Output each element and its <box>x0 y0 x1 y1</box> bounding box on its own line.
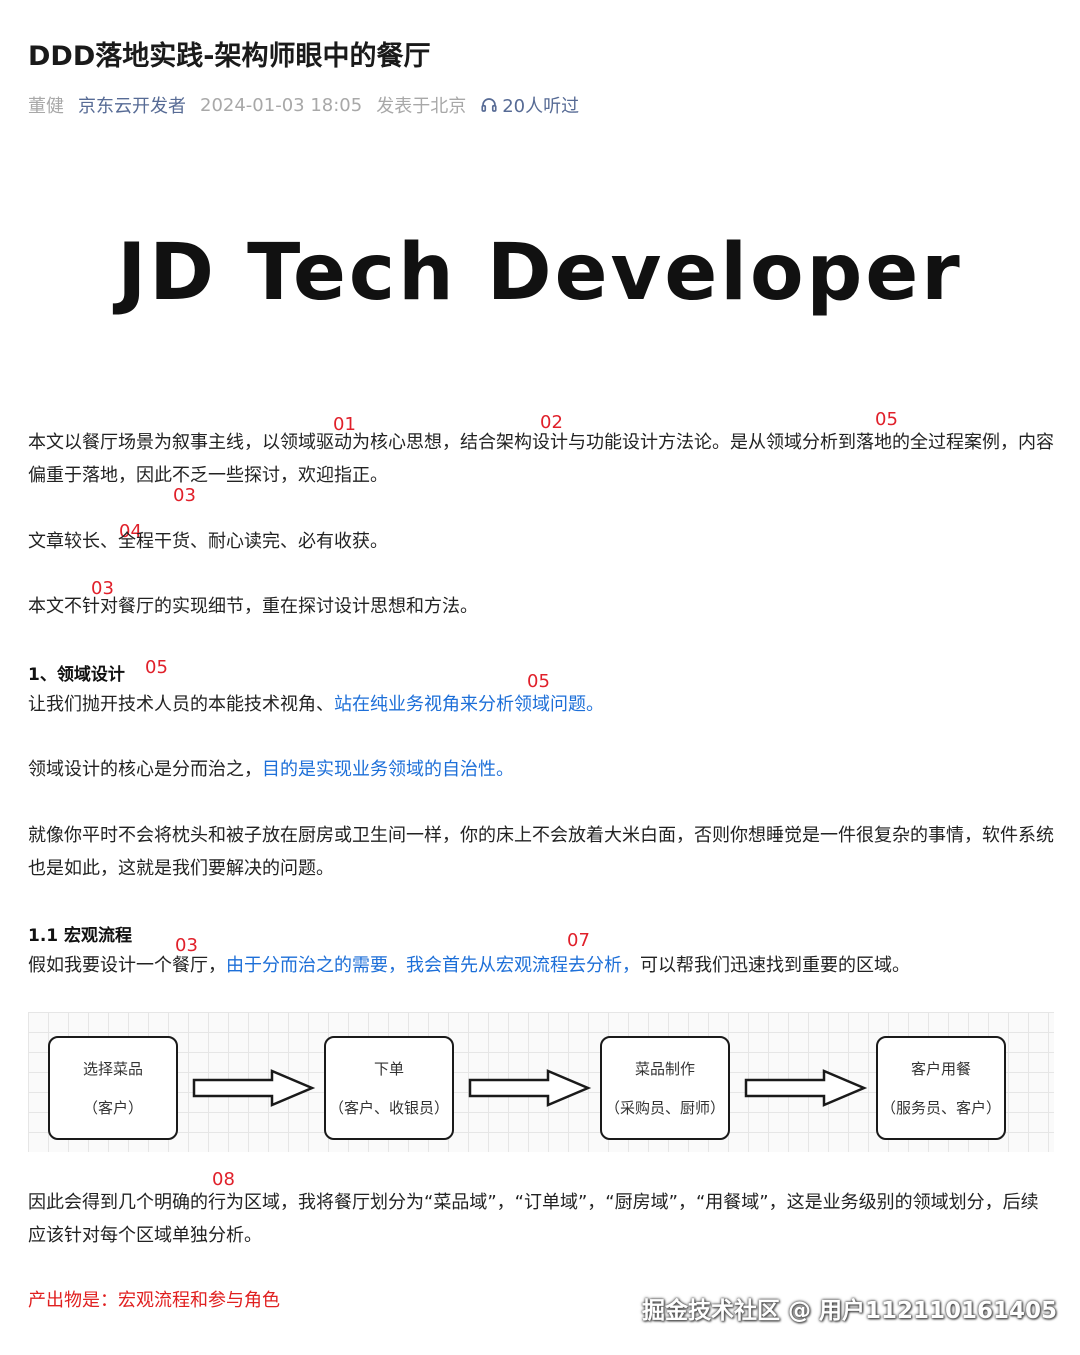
annotation-mark: 05 <box>875 409 898 430</box>
annotation-mark: 04 <box>119 521 142 542</box>
output-line: 产出物是：宏观流程和参与角色 <box>28 1284 628 1317</box>
flow-step-role: （客户） <box>82 1099 143 1117</box>
flow-arrow-icon <box>468 1069 592 1107</box>
paragraph-long-article: 文章较长、全程干货、耐心读完、必有收获。 <box>28 531 388 552</box>
annotation-mark: 03 <box>175 935 198 956</box>
paragraph-text: 可以帮我们迅速找到重要的区域。 <box>640 955 910 976</box>
flow-step-title: 选择菜品 <box>82 1060 143 1078</box>
annotation-mark: 05 <box>145 657 168 678</box>
flow-arrow-icon <box>744 1069 868 1107</box>
annotation-mark: 01 <box>333 414 356 435</box>
author-name[interactable]: 董健 <box>28 96 64 117</box>
annotation-mark: 05 <box>527 671 550 692</box>
annotation-mark: 03 <box>91 578 114 599</box>
output-label: 产出物是： <box>28 1290 118 1311</box>
listen-count-label: 20人听过 <box>502 96 580 117</box>
paragraph-divide-conquer: 领域设计的核心是分而治之，目的是实现业务领域的自治性。 <box>28 753 1056 786</box>
paragraph-text: 假如我要设计一个餐厅， <box>28 955 226 976</box>
watermark: 掘金技术社区 @ 用户112110161405 <box>642 1298 1058 1324</box>
flow-step-title: 客户用餐 <box>910 1060 971 1078</box>
annotation-mark: 02 <box>540 412 563 433</box>
paragraph-business-view: 让我们抛开技术人员的本能技术视角、站在纯业务视角来分析领域问题。 <box>28 688 1056 721</box>
publish-location: 发表于北京 <box>376 96 467 117</box>
flow-step-cook-dish: 菜品制作 （采购员、厨师） <box>600 1036 730 1140</box>
macro-flow-diagram: 选择菜品 （客户） 下单 （客户、收银员） 菜品制作 （采购员、厨师） 客户用餐… <box>28 1012 1054 1152</box>
paragraph-macro-flow: 假如我要设计一个餐厅，由于分而治之的需要，我会首先从宏观流程去分析，可以帮我们迅… <box>28 949 1056 982</box>
flow-step-select-dish: 选择菜品 （客户） <box>48 1036 178 1140</box>
paragraph-scope: 本文不针对餐厅的实现细节，重在探讨设计思想和方法。 <box>28 596 478 617</box>
paragraph-analogy: 就像你平时不会将枕头和被子放在厨房或卫生间一样，你的床上不会放着大米白面，否则你… <box>28 825 1054 879</box>
flow-step-role: （采购员、厨师） <box>604 1099 725 1117</box>
annotation-mark: 03 <box>173 485 196 506</box>
flow-step-title: 下单 <box>373 1060 404 1078</box>
paragraph-text: 让我们抛开技术人员的本能技术视角、 <box>28 694 334 715</box>
flow-step-dining: 客户用餐 （服务员、客户） <box>876 1036 1006 1140</box>
paragraph-domain-split: 因此会得到几个明确的行为区域，我将餐厅划分为“菜品域”，“订单域”，“厨房域”，… <box>28 1192 1039 1246</box>
listen-count[interactable]: 20人听过 <box>480 92 593 118</box>
annotation-mark: 07 <box>567 930 590 951</box>
flow-step-place-order: 下单 （客户、收银员） <box>324 1036 454 1140</box>
highlight-text: 站在纯业务视角来分析领域问题。 <box>334 694 604 715</box>
article-title: DDD落地实践-架构师眼中的餐厅 <box>28 41 431 72</box>
highlight-text: 由于分而治之的需要，我会首先从宏观流程去分析， <box>226 955 640 976</box>
banner-logo: JD Tech Developer <box>117 228 963 318</box>
output-value: 宏观流程和参与角色 <box>118 1290 280 1311</box>
publish-datetime: 2024-01-03 18:05 <box>200 94 363 116</box>
annotation-mark: 08 <box>212 1169 235 1190</box>
highlight-text: 目的是实现业务领域的自治性。 <box>262 759 514 780</box>
article-meta: 董健 京东云开发者 2024-01-03 18:05 发表于北京 20人听过 <box>28 92 607 118</box>
headphones-icon <box>481 98 497 112</box>
section-heading-domain-design: 1、领域设计 <box>28 665 125 685</box>
section-heading-macro-flow: 1.1 宏观流程 <box>28 926 133 946</box>
account-name[interactable]: 京东云开发者 <box>78 96 186 117</box>
paragraph-text: 领域设计的核心是分而治之， <box>28 759 262 780</box>
flow-step-title: 菜品制作 <box>634 1060 695 1078</box>
flow-arrow-icon <box>192 1069 316 1107</box>
paragraph-intro: 本文以餐厅场景为叙事主线，以领域驱动为核心思想，结合架构设计与功能设计方法论。是… <box>28 432 1054 486</box>
flow-step-role: （服务员、客户） <box>880 1099 1001 1117</box>
flow-step-role: （客户、收银员） <box>328 1099 449 1117</box>
